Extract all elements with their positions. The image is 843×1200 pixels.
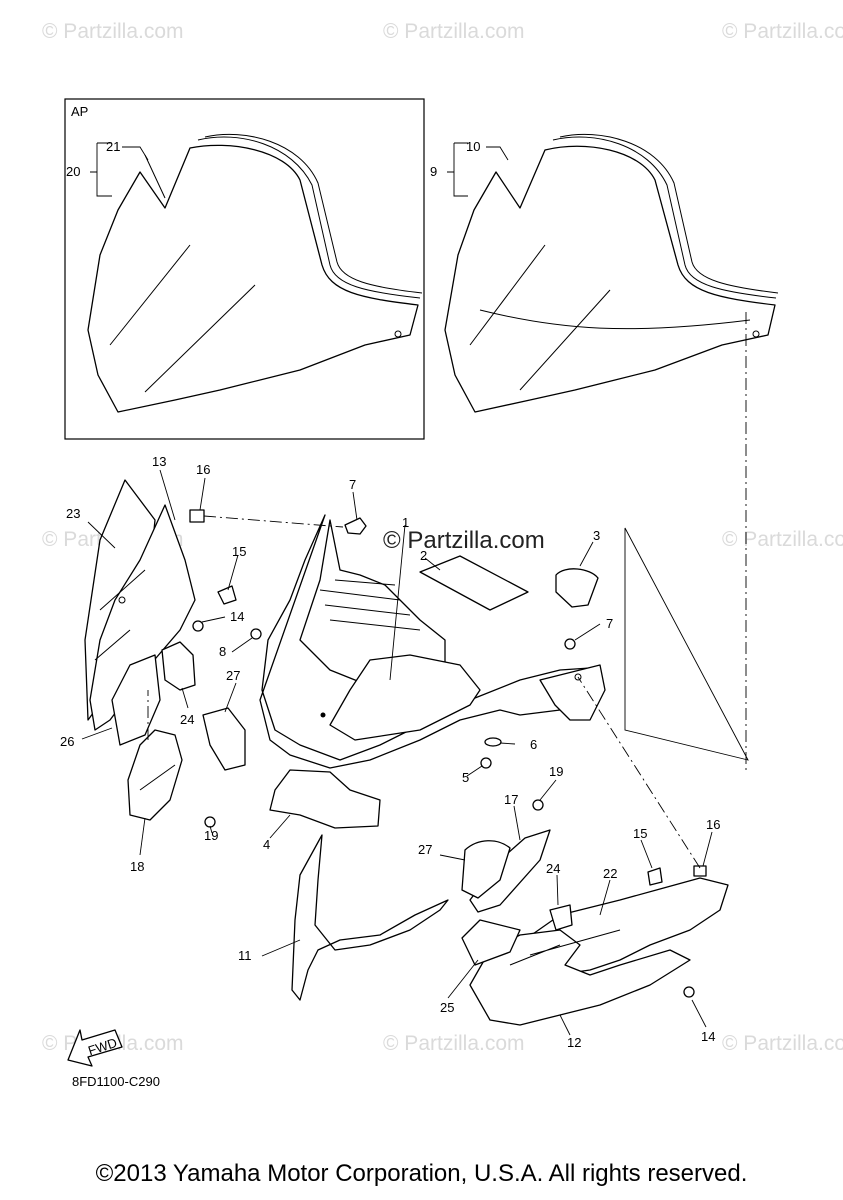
callout-17: 17 <box>504 792 518 807</box>
washer-6 <box>484 737 502 747</box>
diagram-code: 8FD1100-C290 <box>72 1074 160 1089</box>
ap-box-frame <box>64 98 425 440</box>
left-cowling-group <box>84 479 196 821</box>
callout-15: 15 <box>633 826 647 841</box>
callout-16: 16 <box>196 462 210 477</box>
seal-plate-2 <box>419 555 529 611</box>
copyright-notice: ©2013 Yamaha Motor Corporation, U.S.A. A… <box>95 1160 748 1187</box>
callout-22: 22 <box>603 866 617 881</box>
callout-11: 11 <box>238 948 252 963</box>
windshield-part-9 <box>444 145 776 413</box>
callout-26: 26 <box>60 734 74 749</box>
side-cowl-12 <box>469 929 691 1026</box>
nut-16 <box>189 509 205 523</box>
ap-label: AP <box>71 104 88 119</box>
watermark: © Partzilla.com <box>42 20 184 43</box>
leader-lines <box>81 142 713 1036</box>
callout-14: 14 <box>701 1029 715 1044</box>
callout-8: 8 <box>219 644 226 659</box>
screw-5 <box>480 757 492 769</box>
watermark: © Partzilla.com <box>722 528 843 551</box>
duct-18 <box>127 729 183 821</box>
callout-7: 7 <box>606 616 613 631</box>
callout-25: 25 <box>440 1000 454 1015</box>
callout-27: 27 <box>418 842 432 857</box>
callout-24: 24 <box>546 861 560 876</box>
callout-10: 10 <box>466 139 480 154</box>
callout-16: 16 <box>706 817 720 832</box>
screw-7 <box>344 517 367 535</box>
inner-panel-17 <box>469 829 551 913</box>
callout-7: 7 <box>349 477 356 492</box>
callout-19: 19 <box>549 764 563 779</box>
bracket-3 <box>555 568 599 608</box>
callout-4: 4 <box>263 837 270 852</box>
windshield-ap <box>87 144 419 413</box>
callout-12: 12 <box>567 1035 581 1050</box>
callout-1: 1 <box>402 515 409 530</box>
pad-27b <box>461 840 511 899</box>
bolt-19 <box>204 816 216 828</box>
callout-6: 6 <box>530 737 537 752</box>
lower-cover-11 <box>291 834 449 1001</box>
nut-16b <box>693 865 707 877</box>
callout-13: 13 <box>152 454 166 469</box>
callout-3: 3 <box>593 528 600 543</box>
pad-24 <box>161 641 196 691</box>
sight-triangle <box>624 527 749 761</box>
windshield-standard <box>444 133 779 413</box>
watermark: © Partzilla.com <box>722 1032 843 1055</box>
callout-21: 21 <box>106 139 120 154</box>
watermark: © Partzilla.com <box>383 20 525 43</box>
ap-variant-box: AP <box>64 98 425 440</box>
watermark-center: © Partzilla.com <box>383 527 545 554</box>
fasteners <box>189 509 707 998</box>
cover-plate-4 <box>269 769 381 829</box>
inner-cover-25 <box>461 919 521 966</box>
pad-24b <box>549 904 573 931</box>
watermark: © Partzilla.com <box>383 1032 525 1055</box>
bolt-14b <box>683 986 695 998</box>
lower-right-group <box>461 829 729 1026</box>
pad-27 <box>202 707 246 771</box>
callout-14: 14 <box>230 609 244 624</box>
callouts: 1 2 3 4 5 6 7 7 8 9 10 11 12 13 14 14 15… <box>60 139 720 1050</box>
nut-15 <box>217 585 237 605</box>
callout-2: 2 <box>420 548 427 563</box>
callout-5: 5 <box>462 770 469 785</box>
inner-cowling-group <box>259 514 606 769</box>
nut-15b <box>647 867 663 886</box>
callout-27: 27 <box>226 668 240 683</box>
bolt-19b <box>532 799 544 811</box>
screw-7b <box>564 638 576 650</box>
callout-23: 23 <box>66 506 80 521</box>
callout-20: 20 <box>66 164 80 179</box>
side-cover-13 <box>89 504 196 731</box>
bolt-14 <box>192 620 204 632</box>
callout-9: 9 <box>430 164 437 179</box>
screw-8 <box>250 628 262 640</box>
callout-15: 15 <box>232 544 246 559</box>
callout-18: 18 <box>130 859 144 874</box>
callout-24: 24 <box>180 712 194 727</box>
watermark: © Partzilla.com <box>722 20 843 43</box>
callout-19: 19 <box>204 828 218 843</box>
